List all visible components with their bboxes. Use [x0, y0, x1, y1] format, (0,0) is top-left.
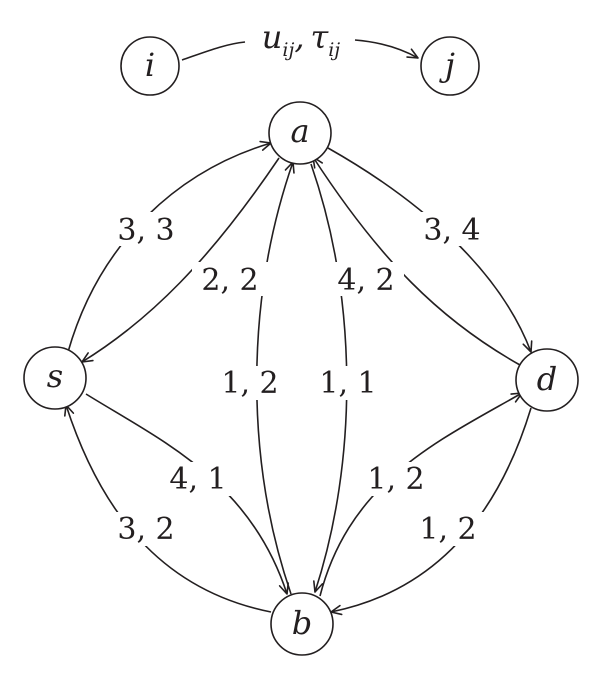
legend-node-j	[420, 36, 480, 96]
legend-tau-subscript: ij	[328, 39, 340, 61]
legend-tau: τ	[311, 18, 330, 56]
node-b-label: b	[292, 604, 312, 642]
legend-u-subscript: ij	[282, 39, 294, 61]
legend-label: uij,τij	[262, 18, 341, 61]
node-s-label: s	[47, 357, 63, 395]
edge-a-to-d	[327, 147, 533, 353]
edge-labels: 3, 3 2, 2 3, 4 4, 2 1, 2 1, 1 4, 1 3, 2 …	[108, 212, 490, 547]
legend-arrow-tail	[181, 41, 246, 61]
edge-label-s-to-b: 4, 1	[169, 462, 226, 497]
edge-label-d-to-b: 1, 2	[419, 512, 476, 547]
edge-label-b-to-a: 1, 2	[221, 366, 278, 401]
edge-label-b-to-s: 3, 2	[117, 512, 174, 547]
node-a	[268, 101, 332, 165]
edge-label-a-to-d: 3, 4	[423, 213, 480, 248]
legend-separator: ,	[294, 18, 304, 56]
edge-label-a-to-b: 1, 1	[319, 366, 376, 401]
edge-label-d-to-a: 4, 2	[337, 263, 394, 298]
node-b	[270, 592, 334, 656]
node-d-label: d	[537, 360, 557, 398]
node-a-label: a	[290, 112, 309, 150]
node-d	[515, 348, 579, 412]
edge-label-b-to-d: 1, 2	[367, 462, 424, 497]
edge-label-s-to-a: 3, 3	[117, 213, 174, 248]
nodes: a s d b	[23, 101, 579, 656]
legend-node-i-label: i	[145, 46, 155, 84]
legend-node-i	[120, 36, 180, 96]
edge-d-to-a	[312, 156, 521, 366]
legend-arrow-head	[354, 39, 419, 59]
legend: uij,τij i j	[120, 18, 480, 96]
edge-a-to-s	[81, 157, 280, 363]
node-s	[23, 346, 87, 410]
edge-label-a-to-s: 2, 2	[201, 263, 258, 298]
legend-u: u	[262, 18, 283, 56]
